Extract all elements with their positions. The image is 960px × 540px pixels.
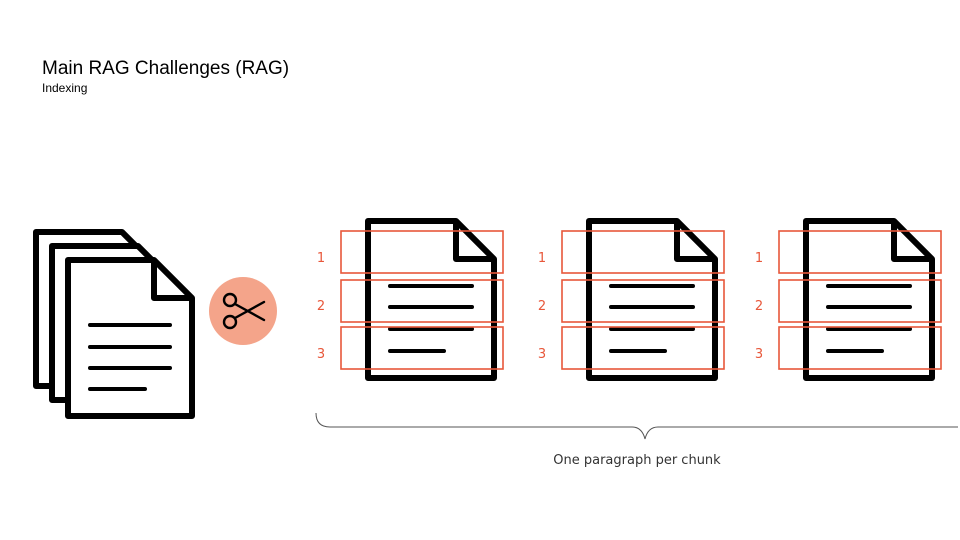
chunk-box-1 [778, 230, 942, 274]
chunk-number-1: 1 [317, 251, 325, 266]
grouping-brace [315, 412, 958, 440]
chunk-number-2: 2 [317, 299, 325, 314]
chunk-number-1: 1 [538, 251, 546, 266]
page-subtitle: Indexing [42, 81, 88, 95]
chunked-document-1: 1 2 3 [317, 218, 504, 381]
page-title: Main RAG Challenges (RAG) [42, 58, 290, 79]
chunk-box-3 [561, 326, 725, 370]
brace-caption: One paragraph per chunk [553, 453, 721, 468]
chunk-box-2 [778, 279, 942, 323]
chunked-document-3: 1 2 3 [755, 218, 942, 381]
chunked-document-2: 1 2 3 [538, 218, 725, 381]
chunk-number-3: 3 [317, 347, 325, 362]
chunk-number-3: 3 [538, 347, 546, 362]
document-stack-icon [33, 229, 195, 419]
chunk-box-1 [340, 230, 504, 274]
chunk-box-3 [340, 326, 504, 370]
chunk-box-3 [778, 326, 942, 370]
chunk-number-2: 2 [538, 299, 546, 314]
scissors-icon [209, 277, 277, 345]
chunk-number-2: 2 [755, 299, 763, 314]
chunk-number-3: 3 [755, 347, 763, 362]
chunk-box-2 [561, 279, 725, 323]
chunk-box-1 [561, 230, 725, 274]
chunk-number-1: 1 [755, 251, 763, 266]
chunk-box-2 [340, 279, 504, 323]
